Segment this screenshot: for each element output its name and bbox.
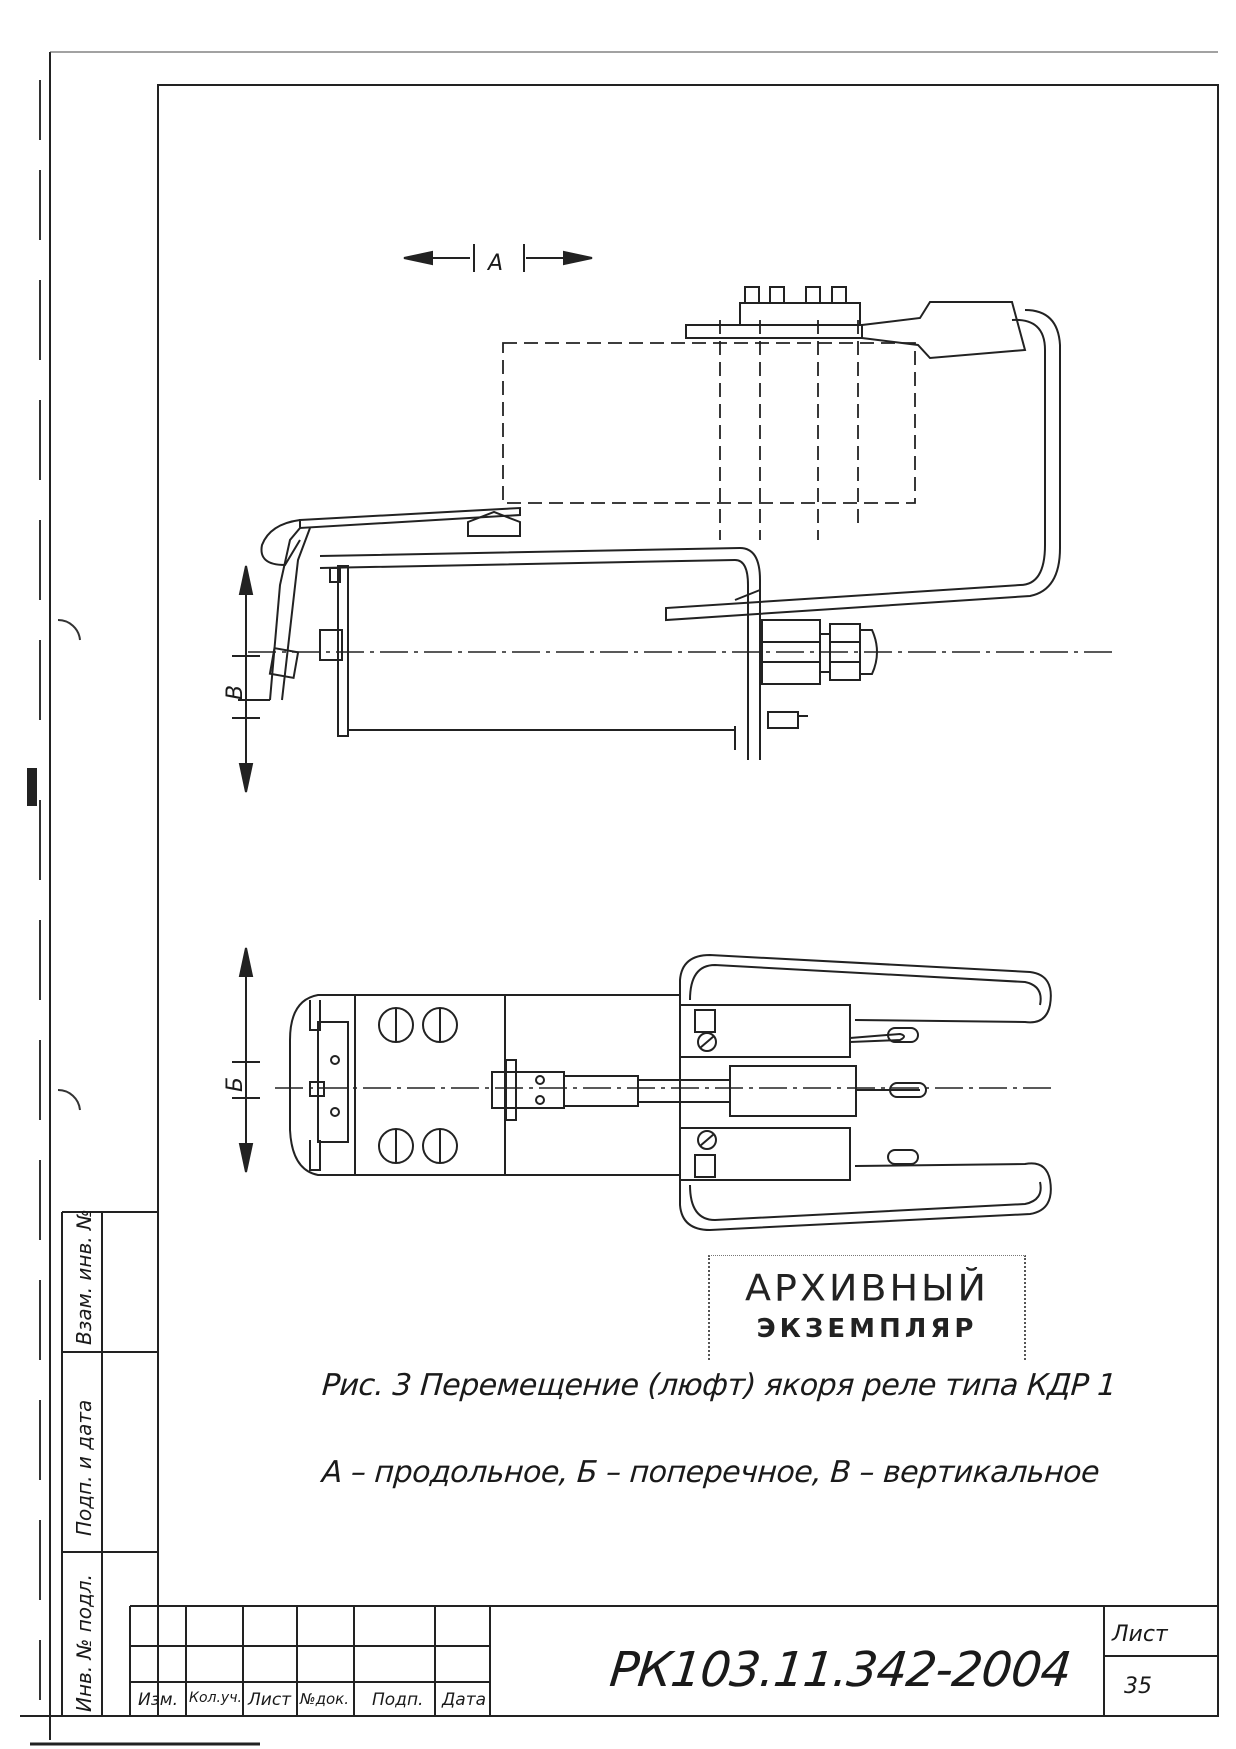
sheet-number: 35 bbox=[1124, 1674, 1152, 1699]
title-col-izm: Изм. bbox=[138, 1690, 178, 1710]
dimension-label-v: В bbox=[223, 685, 248, 700]
sheet-label: Лист bbox=[1112, 1622, 1168, 1647]
side-label-inv-podl: Инв. № подл. bbox=[72, 1574, 96, 1712]
dimension-label-b: Б bbox=[223, 1077, 248, 1092]
title-col-ndok: №док. bbox=[300, 1690, 349, 1708]
figure-legend: А – продольное, Б – поперечное, В – верт… bbox=[320, 1455, 1101, 1490]
side-label-podp-data: Подп. и дата bbox=[72, 1399, 96, 1536]
title-col-kol-uch: Кол.уч. bbox=[189, 1690, 242, 1706]
document-number: РК103.11.342-2004 bbox=[607, 1642, 1074, 1698]
title-col-podp: Подп. bbox=[372, 1690, 424, 1710]
stamp-line-1: АРХИВНЫЙ bbox=[745, 1267, 989, 1309]
figure-caption: Рис. 3 Перемещение (люфт) якоря реле тип… bbox=[320, 1368, 1118, 1403]
side-label-vzam-inv: Взам. инв. № bbox=[72, 1209, 96, 1345]
dimension-label-a: А bbox=[486, 251, 503, 276]
archive-stamp: АРХИВНЫЙ ЭКЗЕМПЛЯР bbox=[708, 1255, 1026, 1360]
stamp-line-2: ЭКЗЕМПЛЯР bbox=[756, 1314, 978, 1344]
title-col-list: Лист bbox=[248, 1690, 292, 1710]
title-col-data: Дата bbox=[442, 1690, 487, 1710]
